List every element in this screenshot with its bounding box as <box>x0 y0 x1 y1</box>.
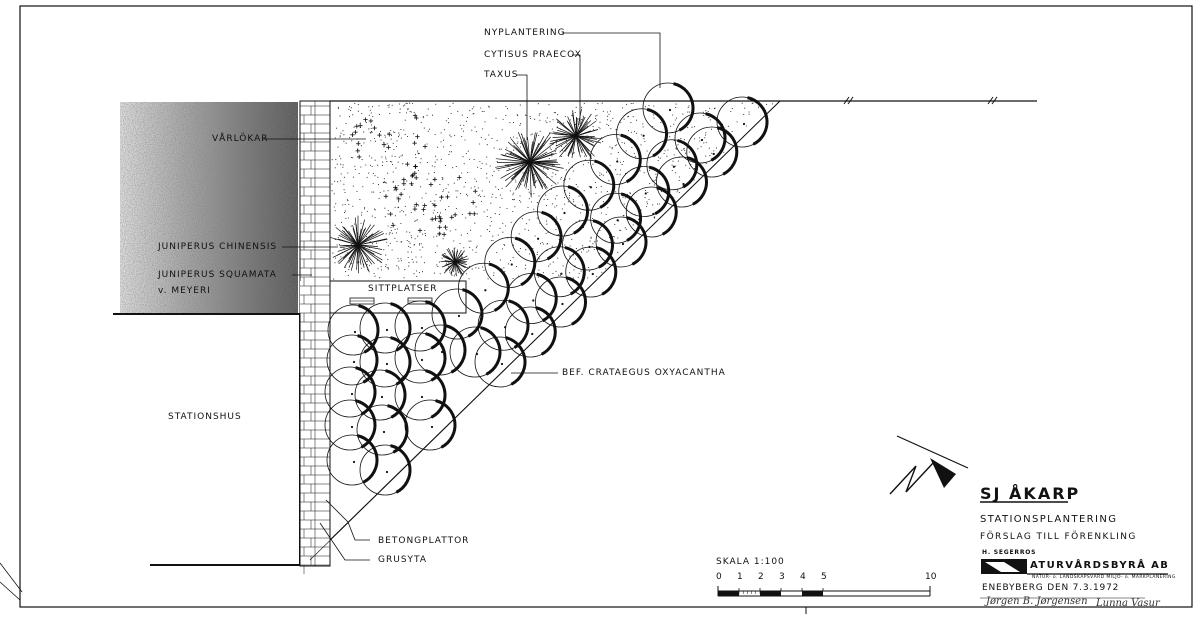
label-cytisus-praecox: CYTISUS PRAECOX <box>484 50 582 60</box>
drawing-subtitle-2: FÖRSLAG TILL FÖRENKLING <box>980 532 1137 542</box>
gravel-stipple <box>331 102 774 280</box>
signature-2: Lunna Vasur <box>1096 598 1160 609</box>
firm-small: H. SEGERROS <box>982 549 1037 556</box>
scale-title: SKALA 1:100 <box>716 557 785 567</box>
label-taxus: TAXUS <box>484 70 519 80</box>
bulb-symbols <box>350 113 478 237</box>
property-boundary-line <box>330 96 1037 105</box>
scale-tick-label: 4 <box>800 572 806 582</box>
signature-1: Jørgen B. Jørgensen <box>986 596 1088 607</box>
label-sittplatser: SITTPLATSER <box>368 284 438 294</box>
leader-lines <box>262 32 661 561</box>
label-grusyta: GRUSYTA <box>378 555 427 565</box>
label-juniperus-chinensis: JUNIPERUS CHINENSIS <box>158 242 278 252</box>
scale-tick-label: 10 <box>925 572 937 582</box>
corner-mark <box>0 562 23 593</box>
scale-tick-label: 0 <box>716 572 722 582</box>
shaded-planting-area <box>120 102 298 314</box>
label-crataegus: BEF. CRATAEGUS OXYACANTHA <box>562 368 726 378</box>
station-building-outline <box>113 313 301 566</box>
label-varlokar: VÅRLÖKAR <box>212 134 269 144</box>
crataegus-hedge <box>324 82 769 496</box>
label-stationshus: STATIONSHUS <box>168 412 242 422</box>
shrub-symbols <box>329 108 602 277</box>
drawing-subtitle: STATIONSPLANTERING <box>980 514 1118 525</box>
label-meyeri: v. MEYERI <box>158 286 211 296</box>
project-title: SJ ÅKARP <box>980 484 1081 503</box>
label-betongplattor: BETONGPLATTOR <box>378 536 470 546</box>
diagonal-boundary <box>309 100 781 561</box>
firm-name: ATURVÅRDSBYRÅ AB <box>1030 560 1170 571</box>
label-nyplantering: NYPLANTERING <box>484 28 566 38</box>
label-juniperus-squamata: JUNIPERUS SQUAMATA <box>158 270 277 280</box>
scale-tick-label: 5 <box>821 572 827 582</box>
firm-subline: NATUR- o. LANDSKAPSVÅRD MILJÖ- o. MARKPL… <box>1032 575 1176 580</box>
scale-tick-label: 3 <box>779 572 785 582</box>
scale-tick-label: 1 <box>737 572 743 582</box>
scale-tick-label: 2 <box>758 572 764 582</box>
sheet-frame <box>19 5 1193 608</box>
place-date: ENEBYBERG DEN 7.3.1972 <box>982 583 1120 593</box>
north-arrow-icon <box>889 435 969 495</box>
concrete-paving-strip <box>299 100 466 574</box>
corner-mark <box>0 581 21 601</box>
scale-bar <box>717 586 931 597</box>
firm-logo-icon <box>981 559 1168 575</box>
